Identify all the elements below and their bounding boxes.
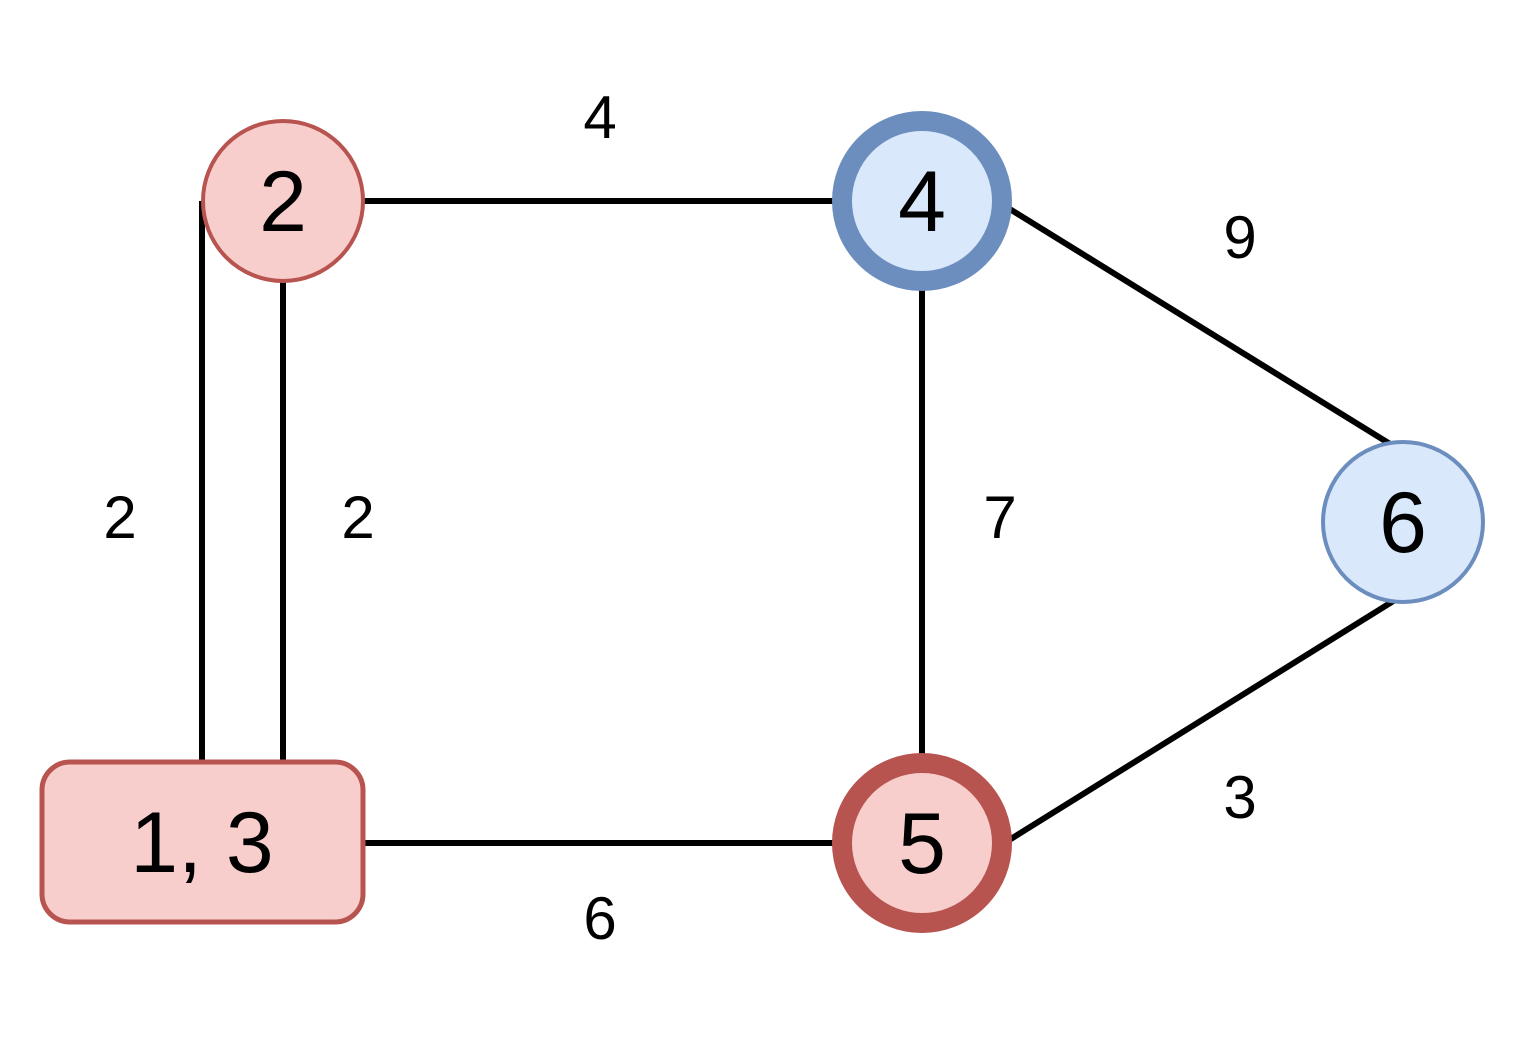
edge-4-6-weight: 9 xyxy=(1223,204,1256,271)
edge-6-5-weight: 3 xyxy=(1223,764,1256,831)
edge-2-13-right-weight: 2 xyxy=(341,484,374,551)
node-5 xyxy=(832,753,1012,933)
edge-13-5-weight: 6 xyxy=(583,885,616,952)
edge-2-4-weight: 4 xyxy=(583,84,616,151)
edge-4-6 xyxy=(998,200,1405,455)
node-4-label: 4 xyxy=(898,154,946,250)
node-13-label: 1, 3 xyxy=(130,795,273,891)
node-6-label: 6 xyxy=(1379,475,1427,571)
node-4 xyxy=(832,111,1012,291)
edge-4-5-weight: 7 xyxy=(983,484,1016,551)
node-5-label: 5 xyxy=(898,796,946,892)
edge-6-5 xyxy=(1004,592,1405,845)
edge-2-13-left-weight: 2 xyxy=(103,484,136,551)
node-13 xyxy=(39,759,366,925)
node-6 xyxy=(1321,440,1485,604)
node-2-label: 2 xyxy=(259,154,307,250)
node-2 xyxy=(201,119,365,283)
